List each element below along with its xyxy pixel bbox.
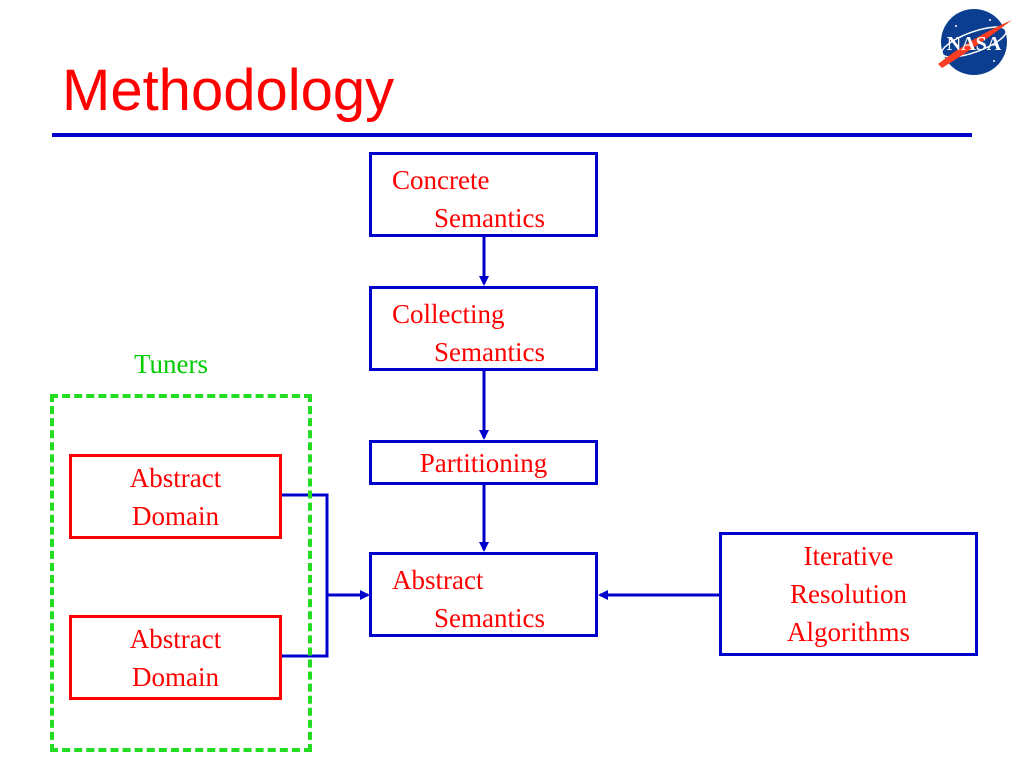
abstract-domain-box-2: Abstract Domain [69,615,282,700]
tuners-label: Tuners [134,349,209,379]
box-label-line-1: Concrete [392,165,490,195]
box-label-line-1: Collecting [392,299,505,329]
box-label-line-1: Abstract [129,623,222,654]
box-label-line-2: Semantics [434,203,545,233]
box-label-line-1: Abstract [392,565,484,595]
box-label-line-2: Semantics [434,337,545,367]
box-label-line-1: Abstract [129,462,222,493]
partitioning-box: Partitioning [369,440,598,485]
nasa-logo: NASA [934,6,1014,78]
slide-title: Methodology [62,58,395,123]
box-label-line-3: Algorithms [786,617,910,647]
box-label-line-2: Resolution [789,579,907,609]
abstract-semantics-box: Abstract Semantics [369,552,598,637]
nasa-logo-text: NASA [947,33,1002,55]
title-divider [52,133,972,137]
concrete-semantics-box: Concrete Semantics [369,152,598,237]
box-label-line-1: Iterative [803,541,894,571]
box-label-line-2: Domain [132,661,219,692]
tuners-group [50,394,312,752]
box-label: Partitioning [419,447,548,478]
iterative-resolution-algorithms-box: Iterative Resolution Algorithms [719,532,978,656]
box-label-line-2: Domain [132,500,219,531]
connector-domain-2 [282,595,329,658]
abstract-domain-box-1: Abstract Domain [69,454,282,539]
collecting-semantics-box: Collecting Semantics [369,286,598,371]
box-label-line-2: Semantics [434,603,545,633]
connector-domain-1 [282,493,329,595]
